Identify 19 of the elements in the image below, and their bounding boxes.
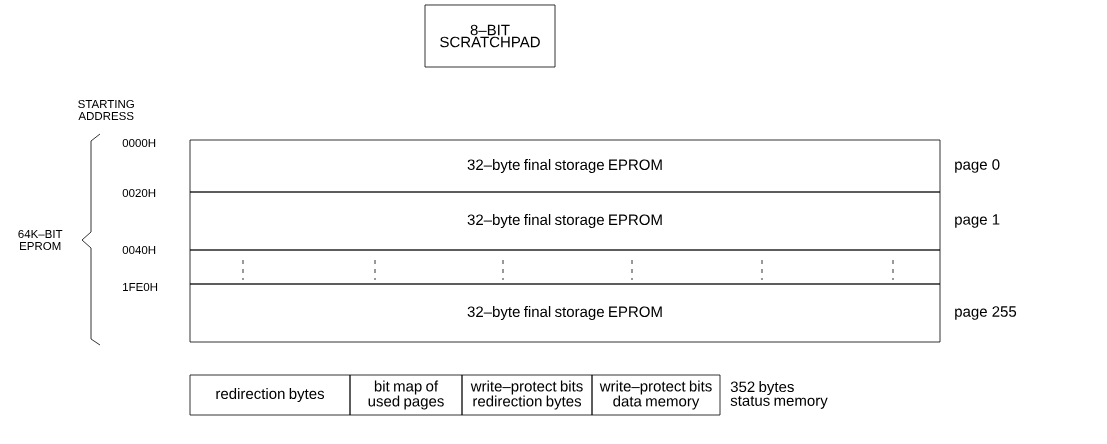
address-label: 0020H (122, 188, 156, 198)
memory-page-row: 32–byte final storage EPROM (189, 283, 941, 343)
address-label: 0040H (122, 245, 156, 255)
memory-cell: bit map of used pages (349, 374, 463, 416)
brace-label: 64K–BIT EPROM (18, 229, 63, 251)
scratchpad-box: 8–BIT SCRATCHPAD (424, 4, 556, 68)
page-label: page 255 (955, 306, 1017, 320)
memory-cell: write–protect bits data memory (591, 374, 721, 416)
memory-cell: write–protect bits redirection bytes (461, 374, 593, 416)
address-label: 1FE0H (123, 282, 158, 292)
memory-cell: redirection bytes (189, 374, 351, 416)
page-label: page 0 (955, 159, 1000, 173)
gap-row (189, 249, 941, 285)
address-label: 0000H (122, 138, 156, 148)
column-heading: STARTING ADDRESS (78, 99, 134, 121)
page-label: page 1 (955, 214, 1000, 228)
memory-page-row: 32–byte final storage EPROM (189, 139, 941, 193)
memory-page-row: 32–byte final storage EPROM (189, 191, 941, 251)
strip-label: 352 bytes status memory (730, 381, 828, 409)
